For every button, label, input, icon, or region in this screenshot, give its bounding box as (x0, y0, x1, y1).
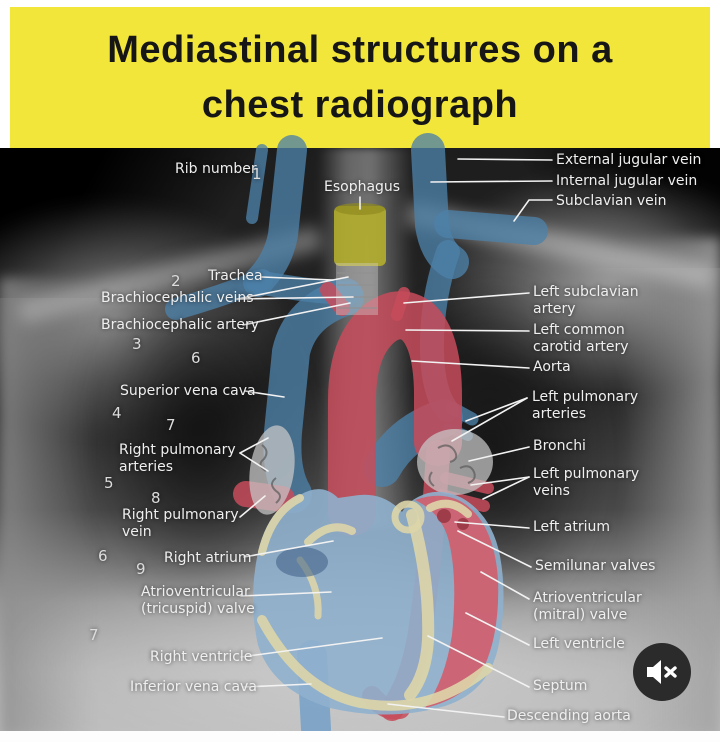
rib-number-6: 6 (98, 547, 108, 565)
label-superior-vena-cava: Superior vena cava (120, 383, 256, 399)
label-subclavian-vein: Subclavian vein (556, 193, 667, 209)
label-left-ventricle: Left ventricle (533, 636, 625, 652)
label-rib-number: Rib number (175, 161, 257, 177)
label-left-subclavian-artery: Left subclavian artery (533, 284, 639, 317)
label-external-jugular-vein: External jugular vein (556, 152, 702, 168)
rib-number-7: 7 (89, 626, 99, 644)
label-tricuspid-valve: Atrioventricular (tricuspid) valve (141, 584, 255, 617)
rib-number-8: 8 (151, 489, 161, 507)
label-descending-aorta: Descending aorta (507, 708, 631, 724)
label-septum: Septum (533, 678, 588, 694)
label-left-pulmonary-veins: Left pulmonary veins (533, 466, 640, 499)
label-mitral-valve: Atrioventricular (mitral) valve (533, 590, 642, 623)
label-esophagus: Esophagus (324, 179, 401, 195)
xray-spine-column (318, 148, 414, 528)
rib-number-1: 1 (252, 165, 262, 183)
label-left-pulmonary-arteries: Left pulmonary arteries (532, 389, 639, 422)
label-right-pulmonary-arteries: Right pulmonary arteries (119, 442, 236, 475)
rib-number-3: 3 (132, 335, 142, 353)
label-left-atrium: Left atrium (533, 519, 611, 535)
label-right-ventricle: Right ventricle (150, 649, 253, 665)
label-aorta: Aorta (533, 359, 571, 375)
speaker-muted-icon (647, 660, 677, 684)
rib-number-7: 7 (166, 416, 176, 434)
rib-number-4: 4 (112, 404, 122, 422)
title-line-2: chest radiograph (201, 83, 519, 126)
label-brachiocephalic-veins: Brachiocephalic veins (101, 290, 254, 306)
label-left-common-carotid-artery: Left common carotid artery (533, 322, 629, 355)
rib-number-6: 6 (191, 349, 201, 367)
label-bronchi: Bronchi (533, 438, 586, 454)
label-trachea: Trachea (208, 268, 263, 284)
rib-number-5: 5 (104, 474, 114, 492)
title-line-1: Mediastinal structures on a (107, 28, 613, 71)
label-internal-jugular-vein: Internal jugular vein (556, 173, 698, 189)
bottom-frame-strip (0, 731, 720, 742)
title-banner: Mediastinal structures on a chest radiog… (10, 7, 710, 148)
rib-number-2: 2 (171, 272, 181, 290)
rib-number-9: 9 (136, 560, 146, 578)
label-brachiocephalic-artery: Brachiocephalic artery (101, 317, 260, 333)
label-inferior-vena-cava: Inferior vena cava (130, 679, 257, 695)
label-right-atrium: Right atrium (164, 550, 252, 566)
label-right-pulmonary-vein: Right pulmonary vein (122, 507, 239, 540)
mute-button[interactable] (633, 643, 691, 701)
label-semilunar-valves: Semilunar valves (535, 558, 656, 574)
